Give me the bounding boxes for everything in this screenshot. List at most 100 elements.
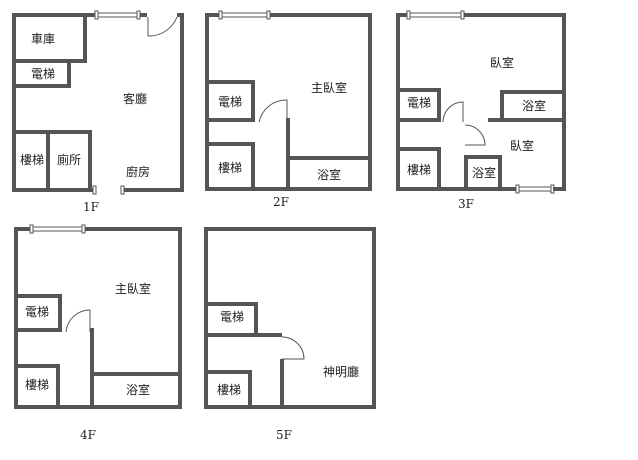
room-label: 車庫	[31, 32, 55, 46]
wall	[396, 187, 517, 191]
room-label: 樓梯	[25, 377, 49, 392]
wall	[251, 80, 255, 122]
wall	[124, 188, 184, 192]
window-mullion	[460, 10, 465, 20]
wall	[12, 84, 71, 88]
wall	[204, 227, 208, 409]
wall	[204, 405, 376, 409]
door-swing	[65, 309, 91, 333]
wall	[396, 88, 441, 92]
room-label: 電梯	[218, 95, 242, 109]
floor-label: 4F	[80, 428, 96, 442]
door-swing	[442, 101, 464, 123]
room-label: 廁所	[57, 152, 81, 167]
wall	[205, 142, 255, 146]
window-mullion	[29, 224, 34, 234]
wall	[14, 364, 60, 368]
room-label: 電梯	[25, 305, 49, 319]
door-swing	[464, 124, 486, 146]
room-label: 神明廳	[323, 364, 359, 379]
wall	[83, 13, 87, 63]
wall	[553, 187, 566, 191]
wall	[396, 13, 409, 17]
room-label: 浴室	[317, 167, 341, 182]
wall	[204, 370, 252, 374]
window-mullion	[218, 10, 223, 20]
wall	[88, 130, 92, 190]
room-label: 主臥室	[115, 281, 151, 296]
wall	[12, 13, 16, 192]
wall	[67, 59, 71, 88]
wall	[488, 118, 566, 122]
wall	[14, 227, 18, 409]
wall	[437, 147, 441, 189]
wall	[280, 359, 284, 408]
wall	[562, 13, 566, 191]
wall	[251, 142, 255, 189]
wall	[178, 227, 182, 409]
wall	[58, 294, 62, 332]
wall	[14, 328, 62, 332]
wall	[498, 155, 502, 189]
window-mullion	[406, 10, 411, 20]
wall	[396, 118, 441, 122]
wall	[204, 227, 376, 231]
window-mullion	[266, 10, 271, 20]
wall	[204, 302, 258, 306]
room-label: 廚房	[126, 164, 150, 179]
wall	[500, 90, 504, 122]
wall	[268, 13, 372, 17]
wall	[90, 372, 182, 376]
wall	[14, 227, 31, 231]
wall	[464, 155, 468, 189]
door-swing	[258, 99, 288, 123]
wall	[396, 13, 400, 191]
room-label: 浴室	[522, 98, 546, 113]
room-label: 主臥室	[311, 80, 347, 95]
wall	[204, 333, 282, 337]
door-jamb	[120, 185, 125, 195]
wall	[437, 88, 441, 122]
wall	[12, 13, 96, 17]
wall	[180, 13, 184, 192]
wall	[286, 156, 372, 160]
wall	[286, 118, 290, 189]
floor-label: 5F	[276, 428, 292, 442]
window	[95, 12, 141, 18]
window	[408, 12, 463, 18]
room-label: 浴室	[126, 382, 150, 397]
room-label: 電梯	[31, 67, 55, 81]
window-mullion	[94, 10, 99, 20]
room-label: 樓梯	[217, 382, 241, 397]
room-label: 浴室	[472, 165, 496, 180]
floor-3f: 臥室 電梯 浴室 臥室 樓梯 浴室 3F	[396, 10, 566, 211]
wall	[12, 59, 87, 63]
wall	[14, 294, 62, 298]
window	[516, 186, 554, 192]
wall	[462, 13, 566, 17]
wall	[46, 130, 50, 190]
room-label: 樓梯	[20, 152, 44, 167]
room-label: 客廳	[123, 91, 147, 106]
floor-label: 3F	[458, 197, 474, 211]
window	[220, 12, 269, 18]
wall	[90, 328, 94, 408]
wall	[205, 13, 221, 17]
wall	[205, 118, 255, 122]
wall	[205, 13, 209, 191]
wall	[464, 155, 502, 159]
wall	[84, 227, 182, 231]
wall	[396, 147, 441, 151]
room-label: 臥室	[510, 138, 534, 153]
room-label: 樓梯	[407, 162, 431, 177]
window-mullion	[515, 184, 520, 194]
wall	[140, 13, 147, 17]
wall	[248, 370, 252, 408]
room-label: 電梯	[220, 310, 244, 324]
wall	[254, 302, 258, 337]
floor-2f: 電梯 主臥室 樓梯 浴室 2F	[205, 10, 372, 209]
wall	[500, 90, 566, 94]
window-mullion	[81, 224, 86, 234]
floor-label: 2F	[273, 195, 289, 209]
